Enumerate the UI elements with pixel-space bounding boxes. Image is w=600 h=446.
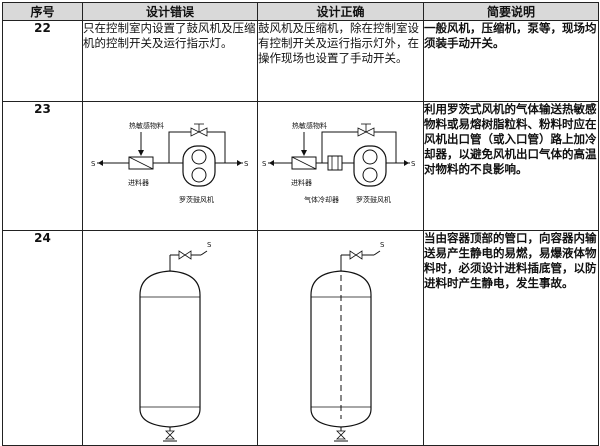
right-vessel-diagram: S xyxy=(310,241,385,442)
wrong-vessel-diagram: S xyxy=(139,241,212,442)
wrong-blower-diagram: 热敏感物料 进料器 S S xyxy=(91,121,249,204)
feeder-label: 进料器 xyxy=(291,178,312,187)
s-label: S xyxy=(91,160,96,168)
s-label: S xyxy=(207,241,212,249)
material-label: 热敏感物料 xyxy=(292,121,327,130)
header-desc: 简要说明 xyxy=(423,2,599,21)
table-row: 23 热敏感物料 进料器 S xyxy=(2,101,599,231)
right-text: 鼓风机及压缩机，除在控制室设有控制开关及运行指示灯外，在操作现场也设置了手动开关… xyxy=(257,20,424,102)
s-label: S xyxy=(411,160,416,168)
description-text: 当由容器顶部的管口，向容器内输送易产生静电的易燃，易爆液体物料时，必须设计进料插… xyxy=(423,230,599,446)
cooler-shape xyxy=(327,155,343,171)
cooler-label: 气体冷却器 xyxy=(304,195,339,204)
description-text: 一般风机，压缩机，泵等，现场均须装手动开关。 xyxy=(423,20,599,102)
blower-shape xyxy=(182,145,216,187)
header-row: 序号 设计错误 设计正确 简要说明 xyxy=(2,2,599,21)
blower-label: 罗茨鼓风机 xyxy=(179,195,214,204)
s-label: S xyxy=(380,241,385,249)
blower-label: 罗茨鼓风机 xyxy=(356,195,391,204)
material-label: 热敏感物料 xyxy=(129,121,164,130)
wrong-text: 只在控制室内设置了鼓风机及压缩机的控制开关及运行指示灯。 xyxy=(82,20,258,102)
row-number: 24 xyxy=(2,230,83,446)
feeder-label: 进料器 xyxy=(128,178,149,187)
blower-shape xyxy=(353,145,387,187)
table-row: 22 只在控制室内设置了鼓风机及压缩机的控制开关及运行指示灯。 鼓风机及压缩机，… xyxy=(2,20,599,102)
s-label: S xyxy=(262,160,267,168)
table-row: 24 S xyxy=(2,230,599,446)
s-label: S xyxy=(244,160,249,168)
vessel-shape xyxy=(139,270,201,428)
row-number: 23 xyxy=(2,101,83,231)
header-no: 序号 xyxy=(2,2,83,21)
header-right: 设计正确 xyxy=(257,2,424,21)
header-wrong: 设计错误 xyxy=(82,2,258,21)
description-text: 利用罗茨式风机的气体输送热敏感物料或易熔树脂粒料、粉料时应在风机出口管（或入口管… xyxy=(423,101,599,231)
right-vessel-cell: S xyxy=(257,230,424,446)
wrong-diagram-cell: 热敏感物料 进料器 S S xyxy=(82,101,258,231)
right-diagram-cell: 热敏感物料 进料器 S 气体冷却器 xyxy=(257,101,424,231)
right-blower-diagram: 热敏感物料 进料器 S 气体冷却器 xyxy=(262,121,416,204)
wrong-vessel-cell: S xyxy=(82,230,258,446)
row-number: 22 xyxy=(2,20,83,102)
